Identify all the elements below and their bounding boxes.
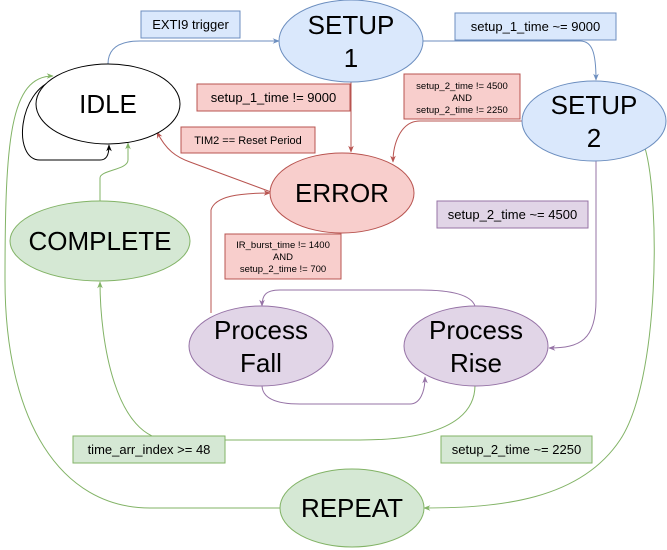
state-error: ERROR	[269, 152, 415, 234]
edge-error-to-idle	[156, 131, 272, 193]
edge-setup1-to-setup2	[423, 40, 599, 81]
condition-ir-burst-bad-line1: IR_burst_time != 1400	[236, 240, 330, 251]
state-setup2-label-line2: 2	[587, 123, 601, 153]
condition-tim2-reset-text: TIM2 == Reset Period	[194, 135, 302, 147]
edge-processfall-to-processrise	[261, 376, 428, 405]
state-process-rise-label-line2: Rise	[450, 348, 502, 378]
condition-setup2-time-2250-text: setup_2_time ~= 2250	[452, 442, 581, 457]
state-repeat: REPEAT	[279, 468, 425, 548]
condition-setup2-time-2250: setup_2_time ~= 2250	[440, 435, 593, 464]
condition-setup2-time-4500: setup_2_time ~= 4500	[436, 200, 589, 229]
state-setup1-label-line1: SETUP	[308, 10, 395, 40]
state-idle: IDLE	[35, 63, 181, 145]
edge-repeat-to-idle	[4, 73, 280, 509]
state-process-rise-label-line1: Process	[429, 315, 523, 345]
edge-setup2-to-processrise	[548, 161, 597, 351]
condition-time-arr-index: time_arr_index >= 48	[72, 435, 226, 464]
state-idle-label: IDLE	[79, 89, 137, 119]
condition-setup2-time-bad-line3: setup_2_time != 2250	[416, 105, 508, 116]
condition-setup2-time-4500-text: setup_2_time ~= 4500	[448, 207, 577, 222]
edge-setup2-to-error	[390, 120, 523, 163]
condition-exti9-trigger-text: EXTI9 trigger	[152, 17, 229, 32]
condition-setup1-time-bad: setup_1_time != 9000	[196, 83, 351, 112]
state-setup1-label-line2: 1	[344, 43, 358, 73]
edge-complete-to-idle	[99, 142, 131, 201]
condition-setup2-time-bad-line1: setup_2_time != 4500	[416, 81, 508, 92]
condition-tim2-reset: TIM2 == Reset Period	[180, 126, 316, 154]
condition-exti9-trigger: EXTI9 trigger	[140, 10, 241, 39]
condition-ir-burst-bad-line2: AND	[273, 252, 293, 263]
state-error-label: ERROR	[295, 178, 389, 208]
state-process-fall-label-line1: Process	[214, 315, 308, 345]
edge-processfall-to-error	[210, 190, 271, 313]
state-process-fall: Process Fall	[188, 305, 334, 387]
state-setup2-label-line1: SETUP	[551, 90, 638, 120]
state-complete: COMPLETE	[9, 200, 191, 282]
condition-setup1-time-ok-text: setup_1_time ~= 9000	[471, 19, 600, 34]
edge-processrise-to-processfall	[259, 289, 476, 307]
state-process-rise: Process Rise	[403, 305, 549, 387]
state-process-fall-label-line2: Fall	[240, 348, 282, 378]
edge-idle-self-loop	[21, 79, 112, 161]
state-setup1: SETUP 1	[278, 0, 424, 83]
condition-ir-burst-bad-line3: setup_2_time != 700	[240, 264, 326, 275]
condition-setup1-time-ok: setup_1_time ~= 9000	[454, 12, 617, 41]
condition-setup2-time-bad: setup_2_time != 4500 AND setup_2_time !=…	[403, 73, 521, 120]
condition-setup1-time-bad-text: setup_1_time != 9000	[211, 90, 336, 105]
edge-setup2-to-repeat	[423, 147, 655, 511]
state-setup2: SETUP 2	[521, 80, 667, 162]
state-repeat-label: REPEAT	[301, 493, 403, 523]
condition-setup2-time-bad-line2: AND	[452, 93, 472, 104]
condition-ir-burst-bad: IR_burst_time != 1400 AND setup_2_time !…	[224, 233, 342, 280]
condition-time-arr-index-text: time_arr_index >= 48	[88, 442, 211, 457]
state-complete-label: COMPLETE	[28, 226, 171, 256]
edge-idle-to-setup1	[107, 38, 280, 65]
